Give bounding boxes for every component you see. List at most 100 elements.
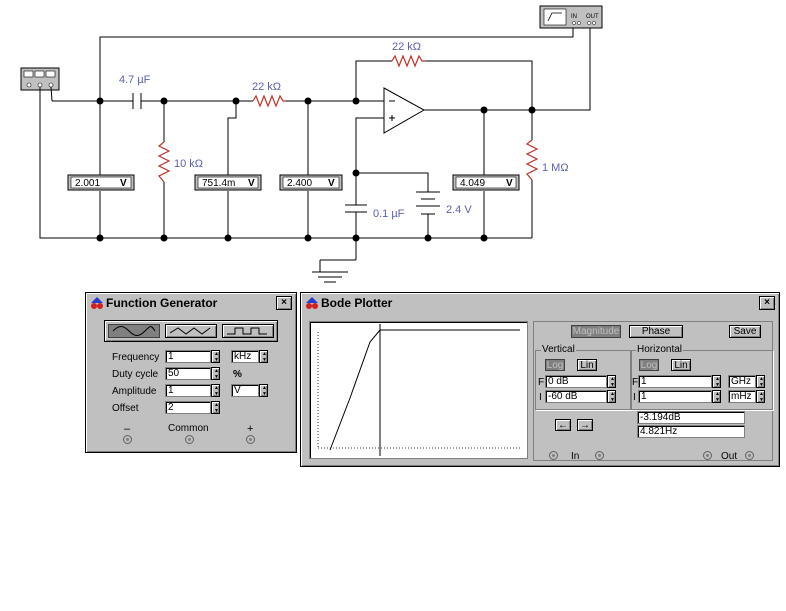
battery-label: 2.4 V: [446, 204, 472, 216]
voltmeter-3-unit: V: [328, 178, 335, 189]
bode-plotter-icon[interactable]: IN OUT: [539, 5, 603, 29]
sine-wave-button[interactable]: [108, 324, 160, 338]
out-plus-terminal[interactable]: [745, 451, 754, 460]
voltmeter-3-value: 2.400: [287, 178, 312, 189]
save-button[interactable]: Save: [729, 325, 761, 338]
function-generator-window: Function Generator × Frequency 1 ▲▼ kHz …: [85, 292, 297, 453]
sine-wave-icon: [112, 326, 156, 336]
duty-cycle-label: Duty cycle: [112, 369, 159, 380]
voltmeter-1-unit: V: [120, 178, 127, 189]
vertical-initial-input[interactable]: -60 dB: [545, 390, 607, 403]
voltmeter-3[interactable]: 2.400 V: [279, 174, 343, 191]
circuit-schematic: 4.7 µF 22 kΩ 22 kΩ 10 kΩ 0.1 µF 2.4 V 1 …: [20, 5, 603, 283]
vertical-final-input[interactable]: 0 dB: [545, 375, 607, 388]
wire-bode-in: [99, 27, 574, 101]
common-terminal-label: Common: [168, 423, 209, 434]
function-generator-icon[interactable]: [20, 67, 60, 91]
horizontal-log-button[interactable]: Log: [639, 359, 659, 371]
c2-label: 0.1 µF: [373, 208, 405, 220]
bode-icon-in-label: IN: [571, 14, 577, 20]
amplitude-input[interactable]: 1: [165, 384, 211, 397]
readout-magnitude: -3.194dB: [637, 411, 745, 424]
voltmeter-2[interactable]: 751.4m V: [194, 174, 262, 191]
vertical-i-label: I: [539, 392, 542, 403]
rf-label: 22 kΩ: [392, 41, 421, 53]
duty-cycle-spinner[interactable]: ▲▼: [211, 367, 220, 380]
in-plus-terminal[interactable]: [595, 451, 604, 460]
vertical-f-label: F: [538, 377, 545, 388]
voltmeter-2-unit: V: [248, 178, 255, 189]
bode-plot-display[interactable]: [309, 321, 528, 459]
horizontal-final-unit-spinner[interactable]: ▲▼: [756, 375, 765, 388]
bode-plotter-window: Bode Plotter × Magnitude Phase Save Vert…: [300, 292, 780, 467]
plus-terminal[interactable]: [246, 435, 255, 444]
cursor-right-button[interactable]: →: [577, 419, 593, 431]
offset-label: Offset: [112, 403, 139, 414]
out-label: Out: [721, 451, 738, 462]
frequency-spinner[interactable]: ▲▼: [211, 350, 220, 363]
close-icon[interactable]: ×: [276, 296, 292, 310]
minus-terminal-label: –: [124, 423, 131, 435]
horizontal-initial-unit-spinner[interactable]: ▲▼: [756, 390, 765, 403]
voltmeter-4[interactable]: 4.049 V: [452, 174, 520, 191]
voltmeter-4-value: 4.049: [460, 178, 485, 189]
triangle-wave-button[interactable]: [165, 324, 217, 338]
horizontal-f-label: F: [632, 377, 639, 388]
wire-bode-out: [532, 27, 591, 111]
bode-plotter-titlebar[interactable]: Bode Plotter ×: [303, 295, 777, 311]
vertical-group: [535, 350, 631, 410]
in-minus-terminal[interactable]: [549, 451, 558, 460]
square-wave-icon: [227, 327, 267, 335]
horizontal-lin-button[interactable]: Lin: [671, 359, 691, 371]
close-icon[interactable]: ×: [759, 296, 775, 310]
magnitude-button[interactable]: Magnitude: [571, 325, 621, 338]
c1-label: 4.7 µF: [119, 74, 151, 86]
horizontal-final-unit[interactable]: GHz: [728, 375, 756, 388]
horizontal-initial-unit[interactable]: mHz: [728, 390, 756, 403]
in-label: In: [571, 451, 580, 462]
horizontal-final-spinner[interactable]: ▲▼: [712, 375, 721, 388]
vertical-initial-spinner[interactable]: ▲▼: [607, 390, 616, 403]
plus-terminal-label: +: [247, 423, 254, 435]
amplitude-label: Amplitude: [112, 386, 157, 397]
bode-icon-out-label: OUT: [586, 14, 599, 20]
app-logo-icon: [91, 297, 103, 309]
bode-plotter-title: Bode Plotter: [321, 296, 393, 310]
voltmeter-1-value: 2.001: [75, 178, 100, 189]
offset-spinner[interactable]: ▲▼: [211, 401, 220, 414]
amplitude-unit-select[interactable]: V: [231, 384, 259, 397]
horizontal-final-input[interactable]: 1: [638, 375, 712, 388]
offset-input[interactable]: 2: [165, 401, 211, 414]
common-terminal[interactable]: [185, 435, 194, 444]
out-minus-terminal[interactable]: [703, 451, 712, 460]
vertical-log-button[interactable]: Log: [545, 359, 565, 371]
duty-cycle-input[interactable]: 50: [165, 367, 211, 380]
vertical-final-spinner[interactable]: ▲▼: [607, 375, 616, 388]
square-wave-button[interactable]: [222, 324, 274, 338]
cursor-left-button[interactable]: ←: [555, 419, 571, 431]
voltmeter-1[interactable]: 2.001 V: [67, 174, 135, 191]
amplitude-spinner[interactable]: ▲▼: [211, 384, 220, 397]
voltmeter-4-unit: V: [506, 178, 513, 189]
vertical-lin-button[interactable]: Lin: [577, 359, 597, 371]
readout-frequency: 4.821Hz: [637, 425, 745, 438]
r2-label: 10 kΩ: [174, 158, 203, 170]
frequency-input[interactable]: 1: [165, 350, 211, 363]
amplitude-unit-spinner[interactable]: ▲▼: [259, 384, 268, 397]
triangle-wave-icon: [169, 327, 211, 335]
horizontal-initial-input[interactable]: 1: [638, 390, 712, 403]
r1-label: 22 kΩ: [252, 81, 281, 93]
horizontal-initial-spinner[interactable]: ▲▼: [712, 390, 721, 403]
rload-label: 1 MΩ: [542, 162, 569, 174]
frequency-unit-spinner[interactable]: ▲▼: [259, 350, 268, 363]
function-generator-title: Function Generator: [106, 296, 218, 310]
function-generator-titlebar[interactable]: Function Generator ×: [88, 295, 294, 311]
minus-terminal[interactable]: [123, 435, 132, 444]
horizontal-label: Horizontal: [636, 344, 684, 355]
waveform-selector: [104, 320, 278, 342]
frequency-unit-select[interactable]: kHz: [231, 350, 259, 363]
vertical-label: Vertical: [541, 344, 576, 355]
phase-button[interactable]: Phase: [629, 325, 683, 338]
horizontal-group: [631, 350, 773, 410]
bode-magnitude-curve: [317, 324, 520, 456]
